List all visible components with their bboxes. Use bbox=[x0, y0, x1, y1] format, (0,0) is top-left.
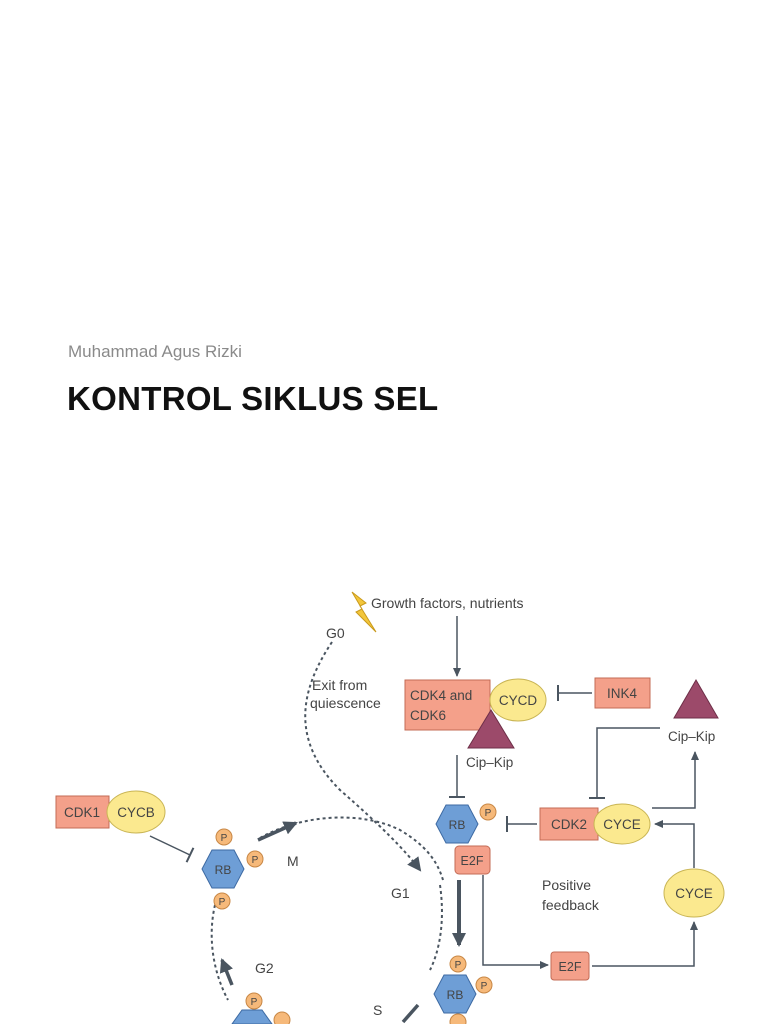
feedback-label-1: Positive bbox=[542, 877, 591, 893]
p-circle-bottom-3 bbox=[449, 1013, 467, 1024]
p-circle-left-2 bbox=[246, 850, 264, 868]
phase-s-label: S bbox=[373, 1002, 382, 1018]
cipkip-inhibit-cdk2 bbox=[589, 727, 660, 799]
cycle-path-right bbox=[429, 884, 443, 971]
p-circle-g2-1 bbox=[245, 992, 263, 1010]
cycle-path-left bbox=[210, 904, 229, 1001]
cdk2-box bbox=[539, 807, 599, 841]
cdk2-activates-cipkip bbox=[652, 751, 699, 809]
rb-label-top: RB bbox=[449, 818, 466, 832]
e2f-box-bottom bbox=[550, 951, 590, 981]
rb-label-bottom: RB bbox=[447, 988, 464, 1002]
cycd-label: CYCD bbox=[499, 693, 538, 708]
exit-label-line1: Exit from bbox=[312, 677, 367, 693]
feedback-label-2: feedback bbox=[542, 897, 600, 913]
cdk4-cdk6-box bbox=[404, 679, 491, 731]
cycb-label: CYCB bbox=[117, 805, 155, 820]
p-label-bottom-1: P bbox=[455, 960, 462, 971]
cdk46-label-1: CDK4 and bbox=[410, 688, 472, 703]
cdk1-inhibit-rb bbox=[149, 835, 195, 863]
p-circle-top bbox=[479, 803, 497, 821]
g2-phase-arrow bbox=[219, 958, 234, 986]
cyce-ellipse-1 bbox=[593, 803, 651, 845]
rb-hexagon-bottom bbox=[433, 974, 477, 1014]
cyce-ellipse-2 bbox=[663, 868, 725, 918]
cdk2-label: CDK2 bbox=[551, 817, 587, 832]
e2f-label-top: E2F bbox=[461, 854, 484, 868]
s-phase-arrow bbox=[401, 1003, 420, 1024]
cycd-ellipse bbox=[489, 678, 547, 722]
p-label-left-2: P bbox=[252, 855, 259, 866]
p-label-left-3: P bbox=[219, 897, 226, 908]
rb-hexagon-left bbox=[201, 849, 245, 889]
rb-hexagon-g2 bbox=[231, 1009, 273, 1024]
signal-label: Growth factors, nutrients bbox=[371, 595, 524, 611]
cipkip-label-2: Cip–Kip bbox=[668, 729, 715, 744]
p-label-g2-1: P bbox=[251, 997, 258, 1008]
phase-m-label: M bbox=[287, 853, 299, 869]
ink4-label: INK4 bbox=[607, 686, 638, 701]
phase-g0-label: G0 bbox=[326, 625, 345, 641]
e2f-to-e2f-arrow bbox=[482, 875, 549, 969]
cyce-to-cdk2-arrow bbox=[654, 820, 695, 846]
cyce-label-2: CYCE bbox=[675, 886, 713, 901]
p-label-bottom-2: P bbox=[481, 981, 488, 992]
phase-g1-label: G1 bbox=[391, 885, 410, 901]
cdk46-label-2: CDK6 bbox=[410, 708, 446, 723]
p-circle-g2-2 bbox=[273, 1011, 291, 1024]
slide-title: KONTROL SIKLUS SEL bbox=[67, 380, 439, 417]
phase-g2-label: G2 bbox=[255, 960, 274, 976]
rb-hexagon-top bbox=[435, 804, 479, 844]
ink4-box bbox=[594, 677, 651, 709]
cycb-ellipse bbox=[106, 790, 166, 834]
m-phase-arrow bbox=[257, 821, 298, 842]
cdk1-box bbox=[55, 795, 110, 829]
cipkip-triangle-1 bbox=[467, 709, 515, 749]
e2f-label-bottom: E2F bbox=[559, 960, 582, 974]
p-label-top: P bbox=[485, 808, 492, 819]
cipkip-triangle-2 bbox=[673, 679, 719, 719]
author-name: Muhammad Agus Rizki bbox=[68, 342, 242, 361]
cdk1-label: CDK1 bbox=[64, 805, 100, 820]
p-circle-left-3 bbox=[213, 892, 231, 910]
lightning-icon bbox=[351, 591, 377, 633]
cyce-label-1: CYCE bbox=[603, 817, 641, 832]
p-label-left-1: P bbox=[221, 833, 228, 844]
g0-exit-path bbox=[304, 641, 422, 872]
rb-label-left: RB bbox=[215, 863, 232, 877]
e2f-to-cyce-arrow bbox=[592, 921, 698, 967]
p-circle-left-1 bbox=[215, 828, 233, 846]
exit-label-line2: quiescence bbox=[310, 695, 381, 711]
cipkip-label-1: Cip–Kip bbox=[466, 755, 513, 770]
p-circle-bottom-1 bbox=[449, 955, 467, 973]
p-circle-bottom-2 bbox=[475, 976, 493, 994]
e2f-box-top bbox=[454, 845, 491, 875]
